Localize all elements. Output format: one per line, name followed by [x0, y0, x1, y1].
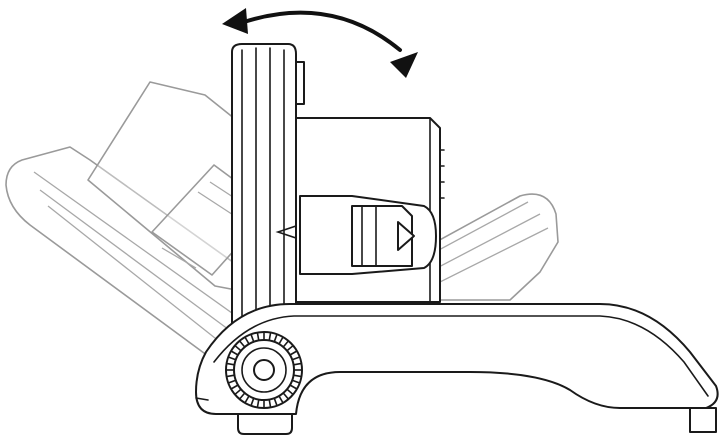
knob-ridge [278, 336, 284, 345]
knob-ridge [234, 388, 242, 396]
knob-ridge [226, 374, 235, 378]
knob-ridge [293, 374, 302, 378]
knob-ridge [230, 384, 239, 390]
knob-ridge [289, 350, 298, 356]
knob-ridge [282, 392, 290, 400]
knob-ridge [286, 344, 294, 352]
knob-ridge [286, 388, 294, 396]
knob-ridge [278, 395, 284, 404]
upright-light-head [231, 43, 445, 335]
latch-icon [275, 195, 437, 275]
ridged-knob-icon [225, 331, 303, 409]
knob-ridge [228, 379, 237, 384]
knob-ridge [268, 399, 272, 408]
knob-ridge [244, 395, 250, 404]
knob-ridge [230, 350, 239, 356]
knob-ridge [273, 397, 278, 406]
knob-ridge [282, 340, 290, 348]
base-housing [195, 303, 719, 435]
knob-ridge [268, 332, 272, 341]
knob-ridge [250, 334, 255, 343]
knob-ridge [291, 356, 300, 361]
knob-ridge [293, 362, 302, 366]
knob-ridge [256, 332, 260, 341]
knob-ridge [228, 356, 237, 361]
knob-ridge [273, 334, 278, 343]
knob-ridge [256, 399, 260, 408]
knob-ridge [250, 397, 255, 406]
knob-ridge [238, 340, 246, 348]
knob-ridge [238, 392, 246, 400]
knob-ridge [291, 379, 300, 384]
knob-ridge [289, 384, 298, 390]
double-headed-curved-arrow-icon [222, 8, 418, 78]
knob-ridge [226, 362, 235, 366]
knob-ridge [244, 336, 250, 345]
knob-ridge [234, 344, 242, 352]
